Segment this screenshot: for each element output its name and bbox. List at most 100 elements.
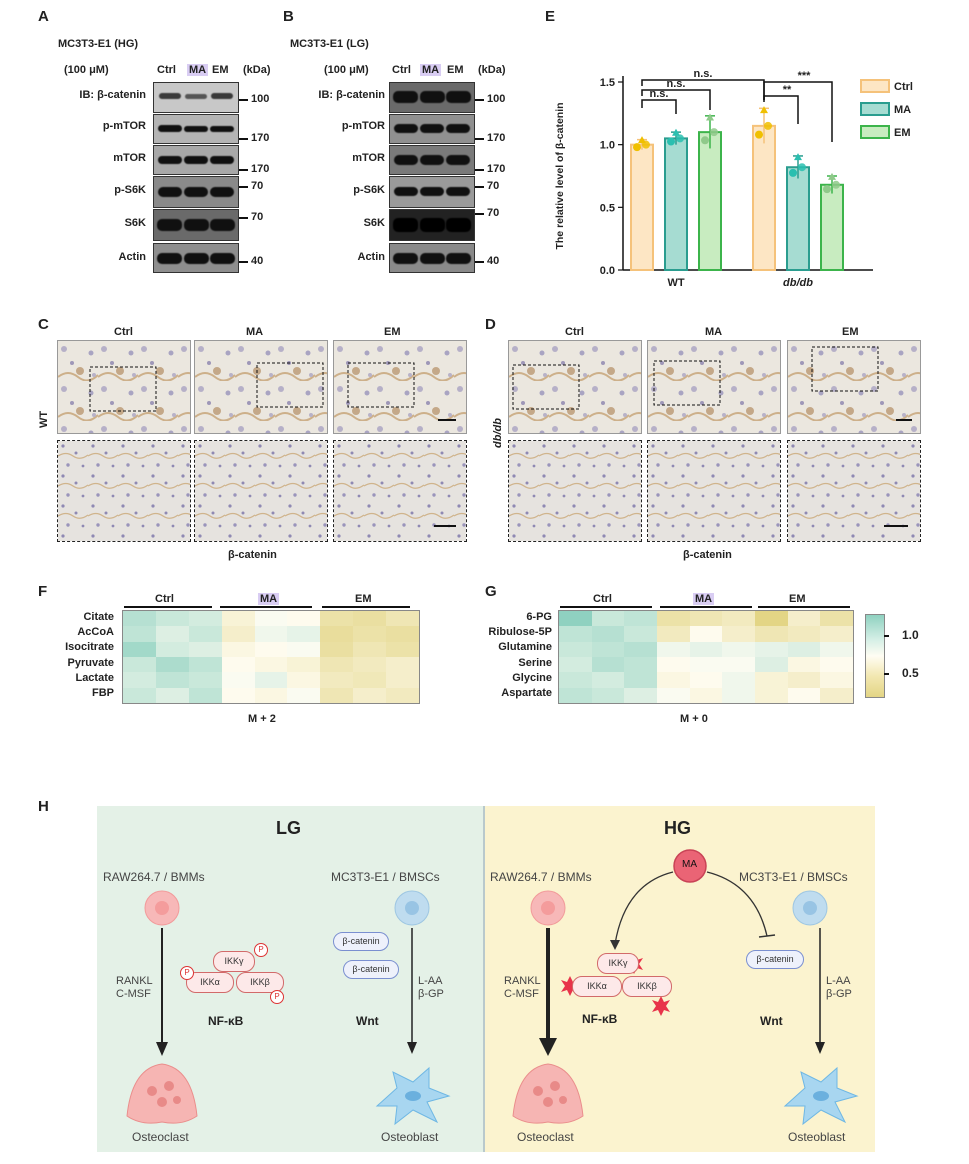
lg-beta-catenin: β-catenin [333, 932, 389, 951]
lg-left-source: RAW264.7 / BMMs [103, 870, 205, 884]
heatmap-g-cell [755, 626, 788, 642]
blot-b-kda-marker: 100 [474, 93, 506, 105]
hg-diagram [512, 849, 859, 1126]
lg-wnt-label: Wnt [356, 1014, 379, 1028]
blot-a-lane-ma: MA [187, 64, 209, 76]
heatmap-g-cell [689, 672, 723, 688]
heatmap-g-cell [755, 656, 788, 673]
panel-label-g: G [485, 583, 497, 600]
heatmap-g-cell [820, 672, 853, 688]
data-point [755, 130, 763, 139]
panel-label-a: A [38, 8, 49, 25]
ihc-c-header: MA [246, 326, 264, 338]
blot-b-row-label: Actin [357, 251, 386, 263]
heatmap-f-cell [254, 626, 288, 642]
heatmap-f-row-label: AcCoA [77, 626, 114, 638]
heatmap-f-cell [320, 611, 354, 627]
ihc-zoom [194, 440, 328, 542]
blot-b-row-label: IB: β-catenin [318, 89, 385, 101]
ihc-micrograph [647, 340, 781, 434]
heatmap-g-row-label: Glycine [512, 672, 552, 684]
heatmap-f-cell [254, 611, 288, 627]
heatmap-f-cell [386, 687, 419, 703]
legend-swatch [860, 125, 890, 139]
blot-a-strip [153, 176, 239, 208]
heatmap-g-cell [624, 641, 657, 657]
heatmap-g-cell [559, 687, 592, 703]
blot-b-kda-marker: 70 [474, 180, 500, 192]
blot-a-kda-header: (kDa) [243, 64, 271, 76]
heatmap-f-cell [320, 687, 354, 703]
blot-b-row-label: mTOR [352, 152, 385, 164]
bar [820, 183, 844, 271]
heatmap-g-cell [624, 687, 657, 703]
heatmap-f-cell [188, 611, 222, 627]
y-tick-label: 0.0 [600, 265, 615, 277]
ihc-zoom [787, 440, 921, 542]
heatmap-g-cell [559, 672, 592, 688]
blot-a-row-label: Actin [118, 251, 147, 263]
blot-a-title: MC3T3-E1 (HG) [58, 38, 139, 50]
data-point [828, 172, 836, 180]
heatmap-g-cell [755, 611, 788, 627]
ihc-d-side-label: db/db [492, 418, 504, 448]
heatmap-f-cell [353, 687, 387, 703]
ihc-micrograph [787, 340, 921, 434]
heatmap-f-cell [123, 656, 156, 673]
data-point [676, 134, 684, 143]
hg-left-source: RAW264.7 / BMMs [490, 870, 592, 884]
heatmap-f-row-label: Citate [83, 611, 114, 623]
heatmap-f-cell [188, 687, 222, 703]
heatmap-f-cell [386, 672, 419, 688]
heatmap-g-cell [689, 611, 723, 627]
heatmap-f-cell [188, 626, 222, 642]
data-point [760, 106, 768, 114]
heatmap-g-cell [591, 641, 625, 657]
ihc-d-caption: β-catenin [683, 549, 732, 561]
significance-label: n.s. [650, 88, 669, 100]
blot-a-kda-marker: 40 [238, 255, 264, 267]
panel-label-h: H [38, 798, 49, 815]
blot-a-row-label: IB: β-catenin [79, 89, 146, 101]
heatmap-f-cell [123, 626, 156, 642]
heatmap-f-cell [221, 611, 255, 627]
heatmap-g-cell [624, 656, 657, 673]
lg-left-stim: RANKL [116, 975, 153, 987]
blot-a-strip [153, 243, 239, 273]
heatmap-g-caption: M + 0 [680, 713, 708, 725]
heatmap-f-cell [188, 672, 222, 688]
lg-left-stim: C-MSF [116, 988, 151, 1000]
lg-beta-catenin: β-catenin [343, 960, 399, 979]
lg-right-stim: L-AA [418, 975, 443, 987]
heatmap-f-cell [386, 656, 419, 673]
blot-a-row-label: mTOR [113, 152, 146, 164]
ihc-c-header: EM [384, 326, 401, 338]
legend-label: EM [894, 127, 911, 139]
heatmap-f-cell [287, 611, 321, 627]
heatmap-f-cell [221, 656, 255, 673]
hg-drug-label: MA [682, 859, 697, 870]
heatmap-g-cell [722, 656, 755, 673]
data-point [642, 140, 650, 149]
ihc-d-header: MA [705, 326, 723, 338]
heatmap-f-cell [123, 611, 156, 627]
heatmap-f-row-label: Isocitrate [65, 641, 114, 653]
blot-b-kda-marker: 70 [474, 207, 500, 219]
x-category-label: db/db [783, 277, 813, 289]
bar [630, 143, 654, 271]
lg-right-source: MC3T3-E1 / BMSCs [331, 870, 440, 884]
heatmap-f-cell [353, 656, 387, 673]
heatmap-g-cell [722, 641, 755, 657]
heatmap-f-cell [254, 656, 288, 673]
data-point [667, 137, 675, 146]
heatmap-g-cell [820, 641, 853, 657]
heatmap-f-cell [155, 672, 189, 688]
data-point [706, 113, 714, 121]
data-point [710, 128, 718, 137]
ihc-zoom [647, 440, 781, 542]
heatmap-f-cell [320, 656, 354, 673]
heatmap-f-cell [221, 626, 255, 642]
blot-a-kda-marker: 70 [238, 180, 264, 192]
heatmap-g-cell [657, 672, 690, 688]
